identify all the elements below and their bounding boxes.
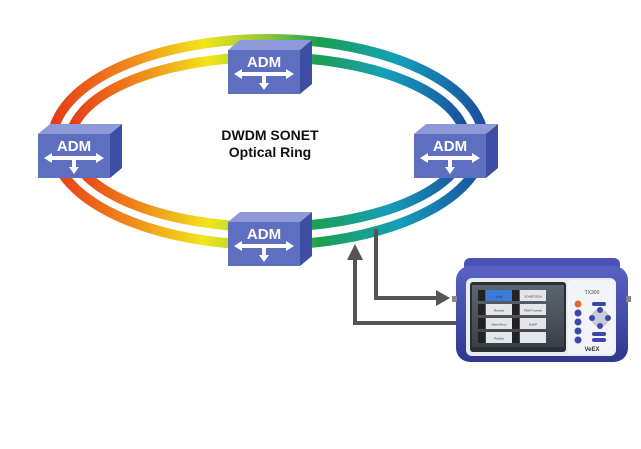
screen-button-label: Alarm/Error [491,323,506,327]
adm-node-right[interactable]: ADM [414,124,498,178]
arrow-from-device [353,258,462,325]
side-button[interactable] [574,309,582,317]
screen-button-icon [478,304,485,315]
bidirectional-arrow-icon [234,241,294,251]
arrow-head-right [436,290,450,306]
adm-label: ADM [433,138,467,155]
drop-arrow-icon [69,160,79,174]
bidirectional-arrow-icon [420,153,480,163]
bidirectional-arrow-icon [44,153,104,163]
screen-button[interactable] [520,290,546,301]
side-button[interactable] [574,318,582,326]
screen-button[interactable] [486,290,512,301]
screen-button-label: SONET/SDH [524,295,542,299]
arrow-to-device [374,229,438,300]
device-brand: VeEX [584,347,599,353]
screen-button-icon [512,304,519,315]
screen-button-label: Profiles [494,337,505,341]
adm-node-left[interactable]: ADM [38,124,122,178]
navigation-pad[interactable] [591,309,609,327]
ring-title-line1: DWDM SONET [221,127,319,143]
screen-button[interactable] [520,304,546,315]
adm-label: ADM [247,54,281,71]
side-button[interactable] [574,327,582,335]
arrow-head-up [347,244,363,260]
screen-button[interactable] [520,332,546,343]
ring-title: DWDM SONET Optical Ring [200,127,340,161]
ring-title-line2: Optical Ring [228,144,312,160]
adm-node-bottom[interactable]: ADM [228,212,312,266]
screen-button[interactable] [486,318,512,329]
connection-arrows [347,229,462,325]
screen-button-label: Results [494,309,505,313]
power-button[interactable] [574,300,582,308]
screen-button-icon [512,318,519,329]
screen-button-icon [478,290,485,301]
drop-arrow-icon [445,160,455,174]
screen-button-label: PDH/T-carrier [524,309,542,313]
device-model: TX300 [585,290,600,296]
screen-button-icon [478,318,485,329]
screen-button[interactable] [486,332,512,343]
screen-button-label: Eth/IP [529,323,537,327]
screen-button-icon [478,332,485,343]
screen-button-icon [512,332,519,343]
screen-button-icon [512,290,519,301]
side-button[interactable] [574,336,582,344]
drop-arrow-icon [259,248,269,262]
adm-label: ADM [57,138,91,155]
screen-button-label: Setup [495,295,503,299]
drop-arrow-icon [259,76,269,90]
adm-label: ADM [247,226,281,243]
bidirectional-arrow-icon [234,69,294,79]
screen-button[interactable] [486,304,512,315]
screen-button[interactable] [520,318,546,329]
adm-node-top[interactable]: ADM [228,40,312,94]
